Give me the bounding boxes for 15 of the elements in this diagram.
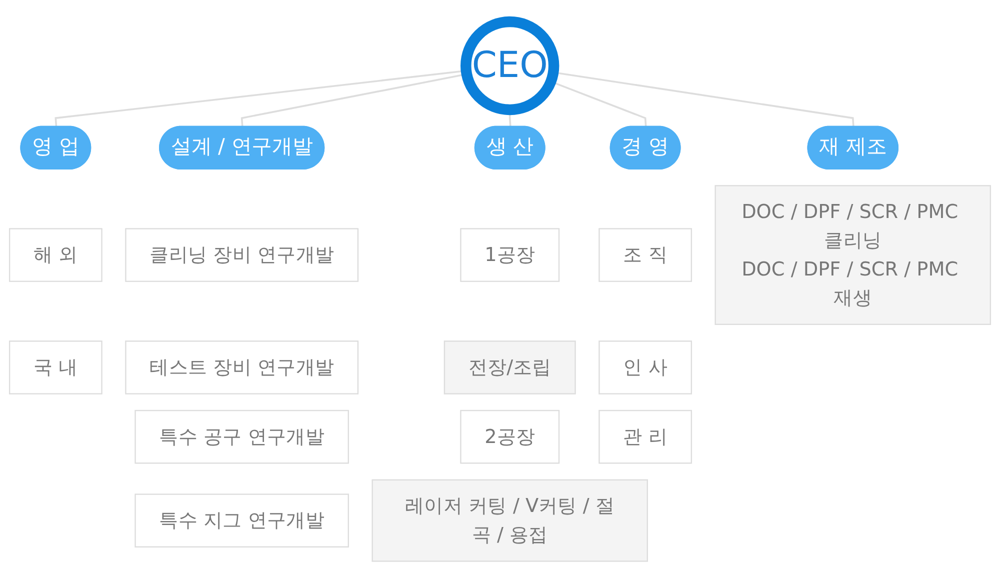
node-box: 2공장 [460,410,560,464]
node-box: 국 내 [8,340,102,394]
node-box: 전장/조립 [444,340,576,394]
node-box: 테스트 장비 연구개발 [125,340,359,394]
node-circle: CEO [460,16,560,116]
node-box: 클리닝 장비 연구개발 [125,228,359,282]
node-box: 특수 공구 연구개발 [134,410,349,464]
node-box: 1공장 [460,228,560,282]
node-box: 해 외 [8,228,102,282]
node-box: 관 리 [598,410,692,464]
node-box: 레이저 커팅 / V커팅 / 절곡 / 용접 [372,479,648,562]
node-box: DOC / DPF / SCR / PMC 클리닝 DOC / DPF / SCR / PMC 재생 [714,185,992,325]
node-box: 특수 지그 연구개발 [134,494,349,548]
node-box: 인 사 [598,340,692,394]
node-box: 조 직 [598,228,692,282]
